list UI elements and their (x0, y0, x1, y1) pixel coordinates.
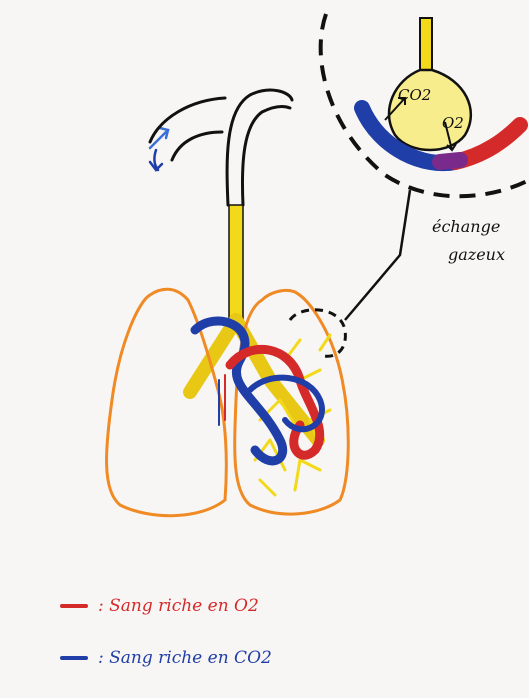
co2-label: CO2 (398, 86, 431, 104)
legend-text-deoxygenated: : Sang riche en CO2 (98, 648, 272, 668)
legend-swatch-blue (60, 656, 88, 660)
legend-text-oxygenated: : Sang riche en O2 (98, 596, 259, 616)
trachea (229, 205, 243, 325)
exchange-label-line1: échange (432, 217, 500, 236)
exchange-label-line2: gazeux (448, 245, 505, 264)
zoom-connector-line (345, 190, 410, 320)
upper-airway (150, 90, 292, 205)
legend-swatch-red (60, 604, 88, 608)
o2-label: O2 (442, 114, 464, 132)
legend-item-deoxygenated: : Sang riche en CO2 (60, 648, 272, 668)
legend-item-oxygenated: : Sang riche en O2 (60, 596, 259, 616)
